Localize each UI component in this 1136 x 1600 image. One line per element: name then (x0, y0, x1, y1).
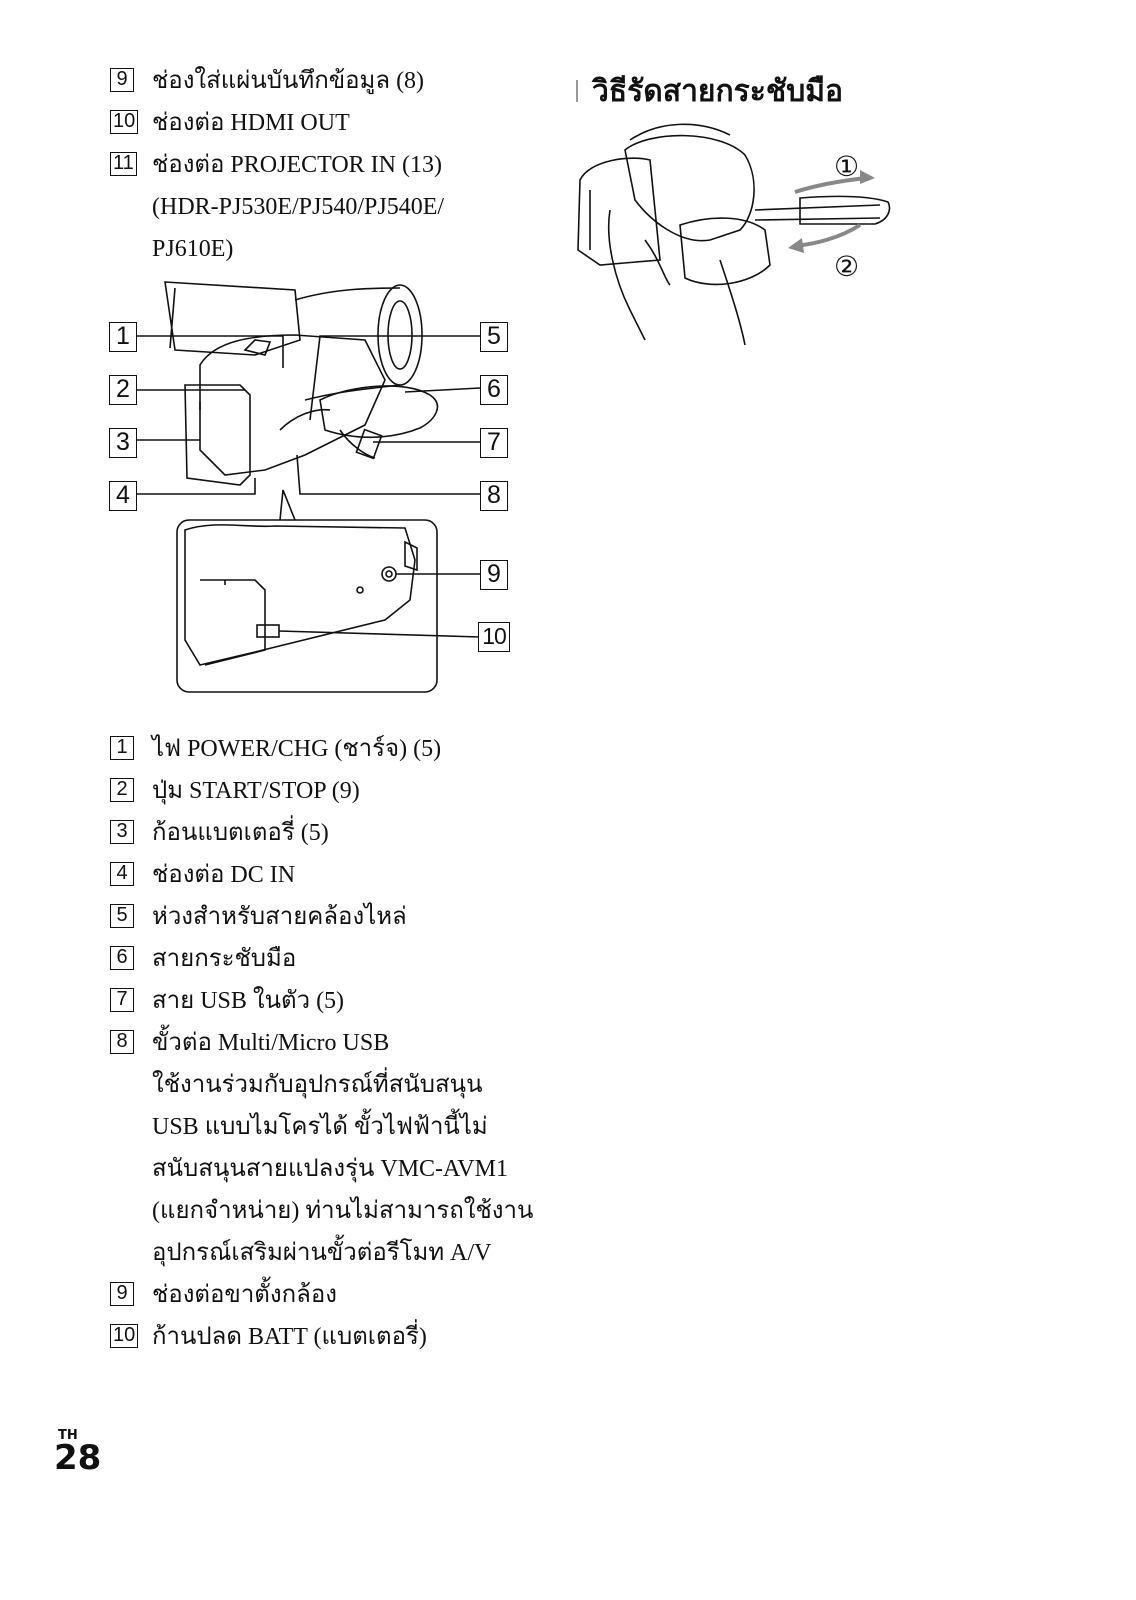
camcorder-parts-diagram (133, 281, 481, 693)
list-item: 2 ปุ่ม START/STOP (9) (110, 770, 533, 812)
item-text: สายกระชับมือ (152, 946, 297, 972)
item-text-line: (HDR-PJ530E/PJ540/PJ540E/ (152, 194, 445, 220)
item-number: 9 (110, 68, 134, 92)
list-item: 10 ช่องต่อ HDMI OUT (110, 102, 444, 144)
item-text-line: PJ610E) (152, 236, 234, 262)
list-item: 5 ห่วงสำหรับสายคล้องไหล่ (110, 896, 533, 938)
item-text: ห่วงสำหรับสายคล้องไหล่ (152, 904, 407, 930)
list-item: 4 ช่องต่อ DC IN (110, 854, 533, 896)
top-parts-list: 9 ช่องใส่แผ่นบันทึกข้อมูล (8) 10 ช่องต่อ… (110, 60, 444, 270)
callout-6: 6 (480, 375, 508, 405)
section-title: วิธีรัดสายกระชับมือ (576, 72, 843, 112)
callout-7: 7 (480, 428, 508, 458)
item-text: ช่องต่อขาตั้งกล้อง (152, 1282, 337, 1308)
list-item: 3 ก้อนแบตเตอรี่ (5) (110, 812, 533, 854)
page-number: 28 (54, 1438, 102, 1478)
item-number: 4 (110, 862, 134, 886)
list-item: 6 สายกระชับมือ (110, 938, 533, 980)
section-title-text: วิธีรัดสายกระชับมือ (592, 74, 844, 109)
item-text: ช่องใส่แผ่นบันทึกข้อมูล (8) (152, 68, 425, 94)
item-number: 9 (110, 1282, 134, 1306)
item-text: ปุ่ม START/STOP (9) (152, 778, 360, 804)
list-item: 9 ช่องใส่แผ่นบันทึกข้อมูล (8) (110, 60, 444, 102)
callout-3: 3 (109, 428, 137, 458)
callout-4: 4 (109, 481, 137, 511)
item-text: ไฟ POWER/CHG (ชาร์จ) (5) (152, 736, 442, 762)
section-marker (576, 80, 578, 102)
item-number: 2 (110, 778, 134, 802)
item-text-line: (แยกจำหน่าย) ท่านไม่สามารถใช้งาน (152, 1198, 534, 1224)
item-text: ช่องต่อ HDMI OUT (152, 110, 350, 136)
step-2-marker: ② (834, 250, 860, 283)
list-item: 9 ช่องต่อขาตั้งกล้อง (110, 1274, 533, 1316)
item-text-line: USB แบบไมโครได้ ขั้วไฟฟ้านี้ไม่ (152, 1114, 488, 1140)
item-number: 3 (110, 820, 134, 844)
hand-strap-illustration (577, 123, 891, 346)
callout-9: 9 (480, 560, 508, 590)
step-1-marker: ① (834, 150, 860, 183)
item-text: ก้อนแบตเตอรี่ (5) (152, 820, 329, 846)
item-text: ก้านปลด BATT (แบตเตอรี่) (152, 1324, 427, 1350)
item-text: สาย USB ในตัว (5) (152, 988, 345, 1014)
list-item: 1 ไฟ POWER/CHG (ชาร์จ) (5) (110, 728, 533, 770)
bottom-parts-list: 1 ไฟ POWER/CHG (ชาร์จ) (5) 2 ปุ่ม START/ST… (110, 728, 533, 1358)
item-number: 10 (110, 1324, 139, 1348)
item-number: 1 (110, 736, 134, 760)
item-text: ขั้วต่อ Multi/Micro USB (152, 1030, 390, 1056)
callout-5: 5 (480, 322, 508, 352)
item-text-line: อุปกรณ์เสริมผ่านขั้วต่อรีโมท A/V (152, 1240, 492, 1266)
item-number: 7 (110, 988, 134, 1012)
callout-1: 1 (109, 322, 137, 352)
callout-10: 10 (478, 622, 510, 652)
list-item: 8 ขั้วต่อ Multi/Micro USB ใช้งานร่วมกับอ… (110, 1022, 533, 1274)
language-code: TH (58, 1428, 78, 1443)
item-number: 11 (110, 152, 137, 176)
list-item: 10 ก้านปลด BATT (แบตเตอรี่) (110, 1316, 533, 1358)
item-text-line: ใช้งานร่วมกับอุปกรณ์ที่สนับสนุน (152, 1072, 483, 1098)
item-number: 6 (110, 946, 134, 970)
item-text: ช่องต่อ DC IN (152, 862, 296, 888)
list-item: 7 สาย USB ในตัว (5) (110, 980, 533, 1022)
item-number: 10 (110, 110, 139, 134)
callout-8: 8 (480, 481, 508, 511)
item-number: 5 (110, 904, 134, 928)
callout-2: 2 (109, 375, 137, 405)
item-text: ช่องต่อ PROJECTOR IN (13) (152, 152, 442, 178)
item-text-line: สนับสนุนสายแปลงรุ่น VMC-AVM1 (152, 1156, 508, 1182)
item-number: 8 (110, 1030, 134, 1054)
list-item: 11 ช่องต่อ PROJECTOR IN (13) (HDR-PJ530E… (110, 144, 444, 270)
